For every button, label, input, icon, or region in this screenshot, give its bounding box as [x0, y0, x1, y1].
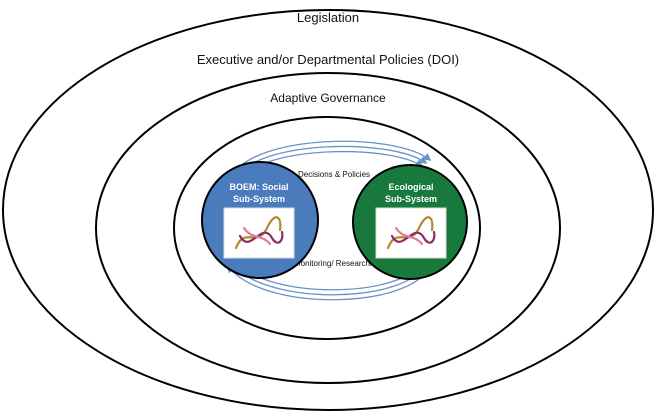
social-subsystem-title: BOEM: Social	[229, 182, 288, 192]
social-subsystem-subtitle: Sub-System	[233, 194, 285, 204]
social-image-frame	[223, 207, 295, 259]
ecological-subsystem-title: Ecological	[388, 182, 433, 192]
policies-ring	[95, 72, 561, 384]
ecological-subsystem: Ecological Sub-System	[352, 164, 468, 280]
monitoring-research-label: Monitoring/ Research/ IK	[294, 259, 383, 268]
social-subsystem: BOEM: Social Sub-System	[201, 161, 319, 279]
dna-ribbon-icon	[386, 216, 436, 250]
dna-ribbon-icon	[234, 216, 284, 250]
ecological-image-frame	[375, 207, 447, 259]
adaptive-governance-label: Adaptive Governance	[270, 91, 386, 105]
ecological-subsystem-subtitle: Sub-System	[385, 194, 437, 204]
adaptive-governance-ring	[173, 116, 481, 340]
legislation-ring	[2, 9, 654, 411]
decisions-policies-label: Decisions & Policies	[298, 170, 370, 179]
policies-label: Executive and/or Departmental Policies (…	[197, 52, 459, 67]
legislation-label: Legislation	[297, 10, 359, 25]
